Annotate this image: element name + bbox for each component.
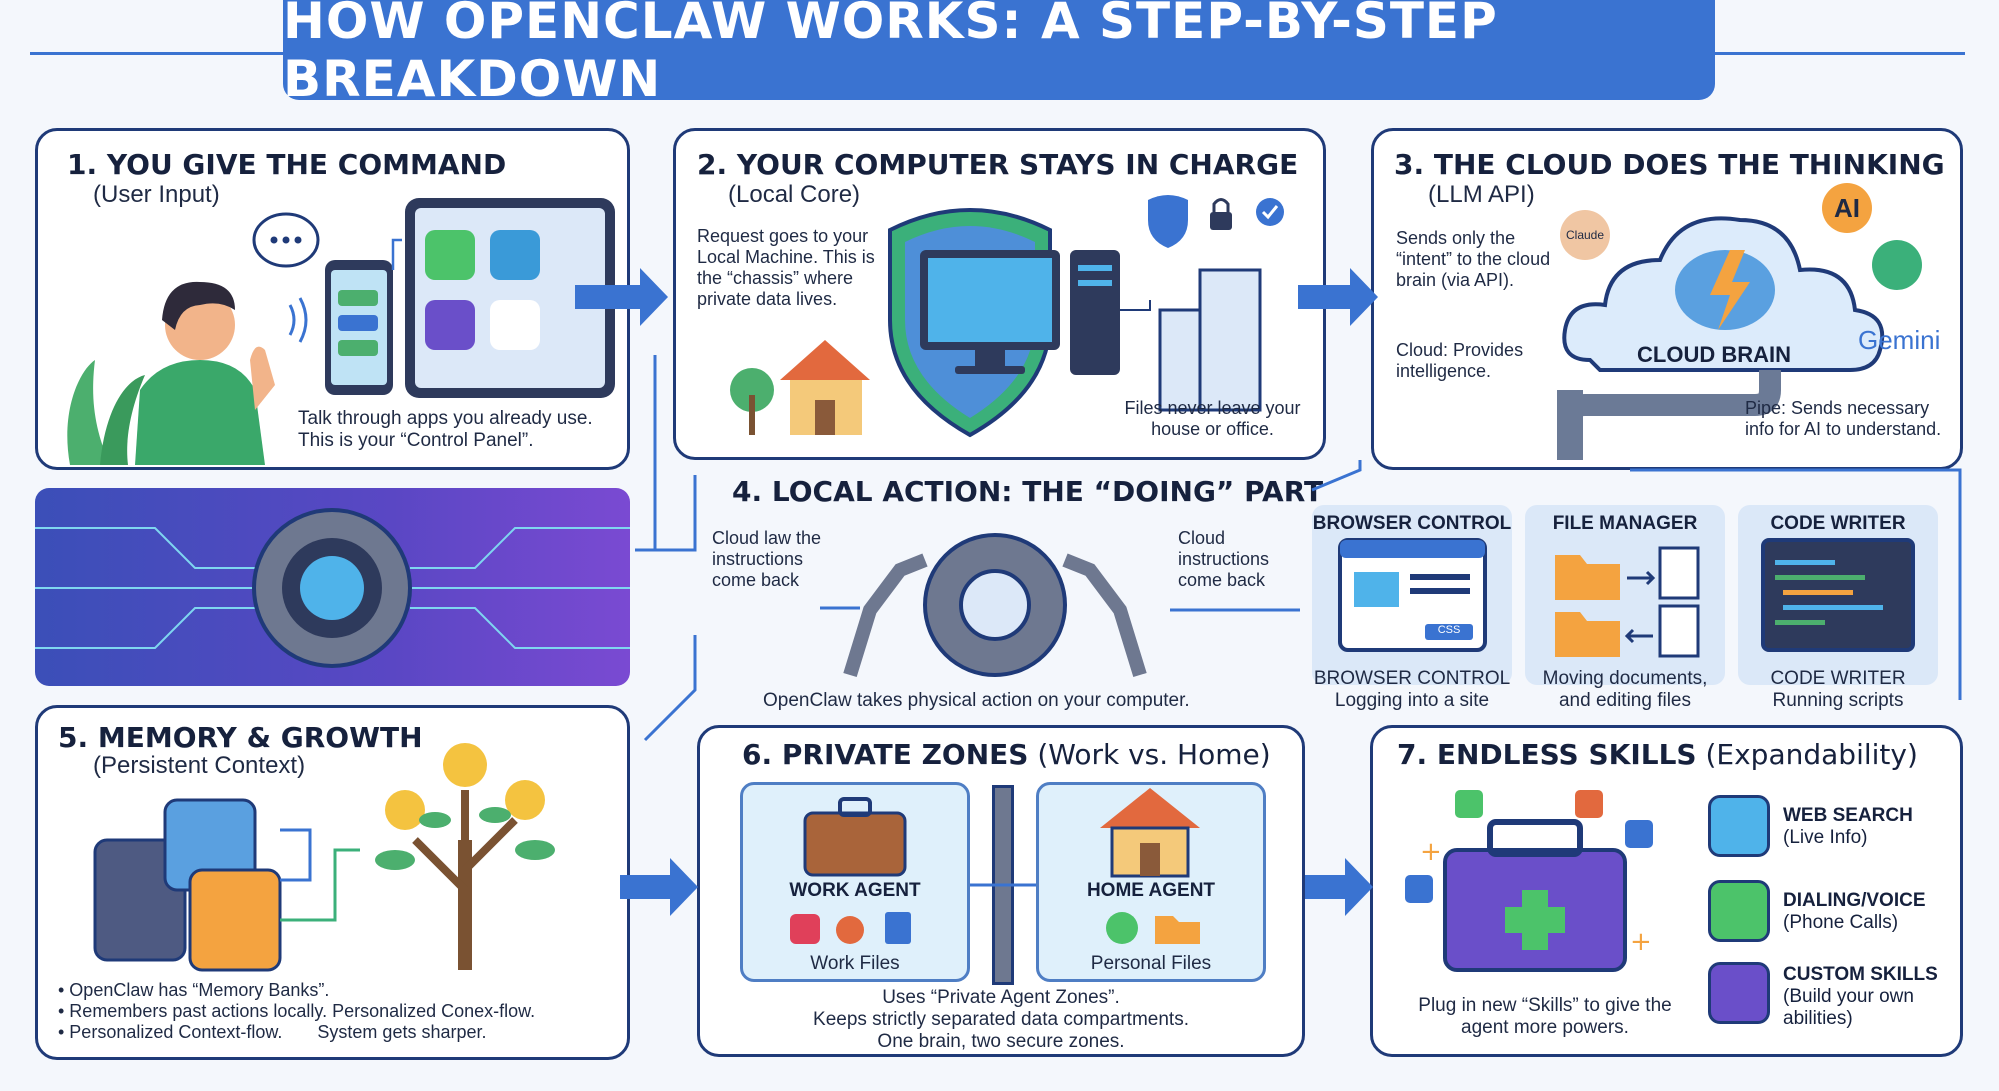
tool-code-name: CODE WRITER bbox=[1770, 668, 1906, 689]
robot-arms-gear-illustration bbox=[843, 533, 1147, 678]
gemini-logo: Gemini bbox=[1858, 325, 1941, 355]
step3-description: Sends only the “intent” to the cloud bra… bbox=[1396, 228, 1551, 290]
skill-dialing-detail: (Phone Calls) bbox=[1783, 912, 1899, 933]
arrow-step6-to-step7 bbox=[1305, 858, 1373, 916]
claude-logo: Claude bbox=[1560, 210, 1610, 260]
home-agent-label: HOME AGENT bbox=[1086, 880, 1216, 901]
cloud-brain-label: CLOUD BRAIN bbox=[1637, 342, 1791, 367]
step2-subtitle: (Local Core) bbox=[728, 181, 861, 208]
skill-dialing-name: DIALING/VOICE bbox=[1783, 890, 1926, 911]
page-title-banner: HOW OPENCLAW WORKS: A STEP-BY-STEP BREAK… bbox=[283, 0, 1715, 108]
step6-caption-2: Keeps strictly separated data compartmen… bbox=[813, 1009, 1189, 1030]
tool-browser-name: BROWSER CONTROL bbox=[1313, 668, 1511, 689]
title-line-left bbox=[30, 52, 283, 55]
step3-cloud-note: Cloud: Provides intelligence. bbox=[1396, 340, 1524, 381]
search-icon bbox=[1708, 795, 1770, 857]
page-title: HOW OPENCLAW WORKS: A STEP-BY-STEP BREAK… bbox=[283, 0, 1498, 108]
code-editor-icon bbox=[1761, 538, 1915, 652]
step2-description: Request goes to your Local Machine. This… bbox=[697, 226, 875, 309]
step6-caption-1: Uses “Private Agent Zones”. bbox=[882, 987, 1120, 1008]
step1-subtitle: (User Input) bbox=[93, 181, 220, 208]
arrow-step2-to-step3 bbox=[1298, 268, 1378, 326]
step7-title-rest: (Expandability) bbox=[1696, 738, 1918, 771]
step2-title: 2. YOUR COMPUTER STAYS IN CHARGE bbox=[697, 148, 1299, 181]
toolbox-illustration: + + bbox=[1405, 790, 1653, 972]
skill-custom-name: CUSTOM SKILLS bbox=[1783, 964, 1938, 985]
step7-title: 7. ENDLESS SKILLS (Expandability) bbox=[1397, 738, 1918, 771]
work-apps-icons bbox=[790, 912, 911, 944]
step5-bullet-1: • OpenClaw has “Memory Banks”. bbox=[58, 980, 330, 1000]
openai-logo-icon bbox=[1872, 240, 1922, 290]
skill-dialing: DIALING/VOICE(Phone Calls) bbox=[1783, 890, 1926, 934]
skill-web-search-name: WEB SEARCH bbox=[1783, 805, 1913, 826]
skill-custom-detail: (Build your own abilities) bbox=[1783, 986, 1914, 1029]
tool-files-desc: and editing files bbox=[1558, 690, 1692, 711]
svg-text:+: + bbox=[1420, 837, 1442, 867]
home-apps-icons bbox=[1106, 912, 1200, 944]
briefcase-icon bbox=[803, 797, 907, 877]
arrow-cloud-to-right bbox=[1630, 468, 1962, 700]
home-icon bbox=[1100, 788, 1200, 878]
cloud-brain-illustration bbox=[1557, 216, 1885, 460]
step6-title-bold: 6. PRIVATE ZONES bbox=[742, 738, 1029, 771]
phone-icon bbox=[1708, 880, 1770, 942]
step4-right-note: Cloud instructions come back bbox=[1178, 528, 1270, 590]
step1-caption: Talk through apps you already use. This … bbox=[298, 408, 593, 451]
step3-pipe-note: Pipe: Sends necessary info for AI to und… bbox=[1745, 398, 1942, 439]
file-manager-icon bbox=[1555, 546, 1700, 658]
skill-custom: CUSTOM SKILLS(Build your own abilities) bbox=[1783, 964, 1953, 1030]
tool-browser-header: BROWSER CONTROL bbox=[1312, 513, 1512, 534]
step7-title-bold: 7. ENDLESS SKILLS bbox=[1397, 738, 1697, 771]
tool-code-header: CODE WRITER bbox=[1770, 513, 1906, 534]
step3-title: 3. THE CLOUD DOES THE THINKING bbox=[1394, 148, 1945, 181]
home-files-label: Personal Files bbox=[1090, 953, 1212, 974]
svg-text:+: + bbox=[1630, 927, 1652, 957]
local-core-illustration bbox=[730, 195, 1284, 438]
step5-bullet-2: • Remembers past actions locally. Person… bbox=[58, 1001, 536, 1021]
css-badge: CSS bbox=[1437, 624, 1461, 636]
step7-caption: Plug in new “Skills” to give the agent m… bbox=[1418, 995, 1672, 1038]
memory-growth-illustration bbox=[93, 743, 555, 972]
anthropic-logo-text: AI bbox=[1834, 192, 1860, 223]
work-files-label: Work Files bbox=[810, 953, 900, 974]
arrow-step1-to-step2 bbox=[575, 268, 668, 326]
user-talking-illustration bbox=[67, 198, 615, 465]
skill-web-search: WEB SEARCH(Live Info) bbox=[1783, 805, 1913, 849]
anthropic-logo: AI bbox=[1822, 183, 1872, 233]
work-agent-label: WORK AGENT bbox=[789, 880, 921, 901]
step3-subtitle: (LLM API) bbox=[1428, 181, 1535, 208]
step6-title-rest: (Work vs. Home) bbox=[1028, 738, 1271, 771]
step1-title: 1. YOU GIVE THE COMMAND bbox=[67, 148, 507, 181]
arrow-step5-to-step6 bbox=[620, 858, 698, 916]
circuit-lines bbox=[35, 508, 630, 668]
step4-left-note: Cloud law the instructions come back bbox=[712, 528, 822, 590]
tool-files-header: FILE MANAGER bbox=[1552, 513, 1698, 534]
step6-caption-3: One brain, two secure zones. bbox=[877, 1031, 1125, 1052]
step5-subtitle: (Persistent Context) bbox=[93, 752, 306, 779]
step5-bullet-3: • Personalized Context-flow. System gets… bbox=[58, 1022, 487, 1042]
tool-browser-desc: Logging into a site bbox=[1334, 690, 1490, 711]
browser-window-icon bbox=[1338, 538, 1487, 652]
skill-web-search-detail: (Live Info) bbox=[1783, 827, 1868, 848]
gear-icon bbox=[1708, 962, 1770, 1024]
tool-code-desc: Running scripts bbox=[1772, 690, 1904, 711]
tool-files-name: Moving documents, bbox=[1542, 668, 1708, 689]
title-line-right bbox=[1715, 52, 1965, 55]
step4-title: 4. LOCAL ACTION: THE “DOING” PART bbox=[732, 475, 1324, 508]
step5-title: 5. MEMORY & GROWTH bbox=[58, 721, 423, 754]
claude-logo-text: Claude bbox=[1565, 228, 1605, 242]
arrow-to-memory bbox=[643, 635, 697, 742]
step4-caption: OpenClaw takes physical action on your c… bbox=[763, 690, 1190, 711]
step6-title: 6. PRIVATE ZONES (Work vs. Home) bbox=[742, 738, 1271, 771]
step2-caption: Files never leave your house or office. bbox=[1124, 398, 1301, 439]
